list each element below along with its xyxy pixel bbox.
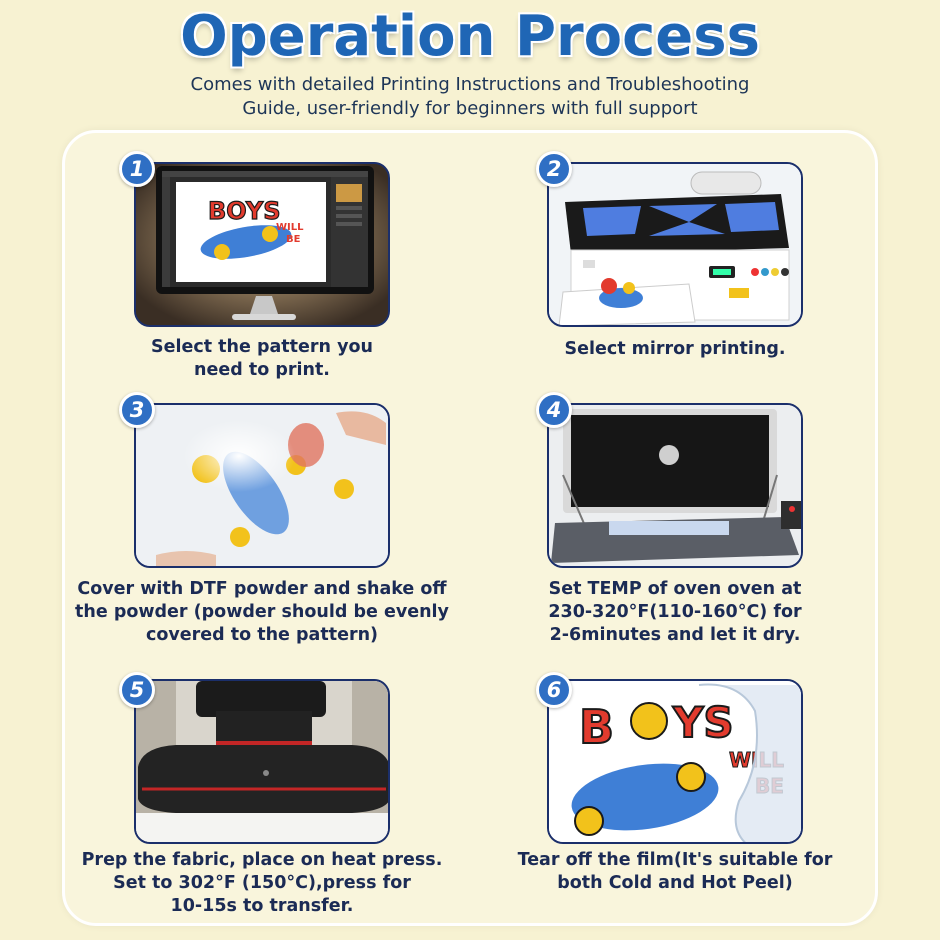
step-1-artwork-word-will: WILL bbox=[276, 222, 304, 233]
step-2-caption-line-1: Select mirror printing. bbox=[564, 339, 786, 359]
step-3-image bbox=[134, 403, 390, 568]
step-4-caption: Set TEMP of oven oven at 230-320°F(110-1… bbox=[525, 578, 825, 647]
step-4-caption-line-2: 230-320°F(110-160°C) for bbox=[548, 602, 802, 622]
step-5-badge: 5 bbox=[119, 672, 155, 708]
step-2-badge: 2 bbox=[536, 151, 572, 187]
step-1-artwork-word-be: BE bbox=[286, 234, 301, 245]
step-3-caption-line-2: the powder (powder should be evenly bbox=[75, 602, 449, 622]
step-6-artwork-letter-b: B bbox=[579, 700, 614, 754]
step-3-badge: 3 bbox=[119, 392, 155, 428]
step-4-caption-line-1: Set TEMP of oven oven at bbox=[548, 579, 802, 599]
step-6-caption-line-2: both Cold and Hot Peel) bbox=[557, 873, 793, 893]
step-6-caption-line-1: Tear off the film(It's suitable for bbox=[517, 850, 833, 870]
step-5-image bbox=[134, 679, 390, 844]
step-3-caption-line-3: covered to the pattern) bbox=[145, 625, 379, 645]
step-5-caption-line-2: Set to 302°F (150°C),press for bbox=[113, 873, 411, 893]
step-1-caption-line-2: need to print. bbox=[194, 360, 330, 380]
subtitle-line-2: Guide, user-friendly for beginners with … bbox=[242, 98, 698, 119]
step-2-caption: Select mirror printing. bbox=[525, 338, 825, 361]
step-1-badge: 1 bbox=[119, 151, 155, 187]
step-6-badge: 6 bbox=[536, 672, 572, 708]
step-1-caption: Select the pattern you need to print. bbox=[112, 336, 412, 382]
page-title: Operation Process bbox=[180, 4, 760, 69]
step-1-artwork-word-boys: BOYS bbox=[208, 197, 281, 225]
step-3-caption: Cover with DTF powder and shake off the … bbox=[62, 578, 462, 647]
step-4-caption-line-3: 2-6minutes and let it dry. bbox=[549, 625, 801, 645]
subtitle-line-1: Comes with detailed Printing Instruction… bbox=[190, 74, 750, 95]
step-2-image bbox=[547, 162, 803, 327]
step-1-image: BOYS WILL BE bbox=[134, 162, 390, 327]
step-5-caption-line-1: Prep the fabric, place on heat press. bbox=[81, 850, 443, 870]
step-3-caption-line-1: Cover with DTF powder and shake off bbox=[77, 579, 447, 599]
step-6-caption: Tear off the film(It's suitable for both… bbox=[500, 849, 850, 895]
step-6-artwork-letters-ys: YS bbox=[672, 698, 734, 747]
step-4-image bbox=[547, 403, 803, 568]
step-4-badge: 4 bbox=[536, 392, 572, 428]
step-5-caption-line-3: 10-15s to transfer. bbox=[170, 896, 354, 916]
step-5-caption: Prep the fabric, place on heat press. Se… bbox=[62, 849, 462, 918]
step-1-caption-line-1: Select the pattern you bbox=[151, 337, 373, 357]
step-6-image: B YS WILL BE bbox=[547, 679, 803, 844]
page-subtitle: Comes with detailed Printing Instruction… bbox=[150, 73, 790, 121]
